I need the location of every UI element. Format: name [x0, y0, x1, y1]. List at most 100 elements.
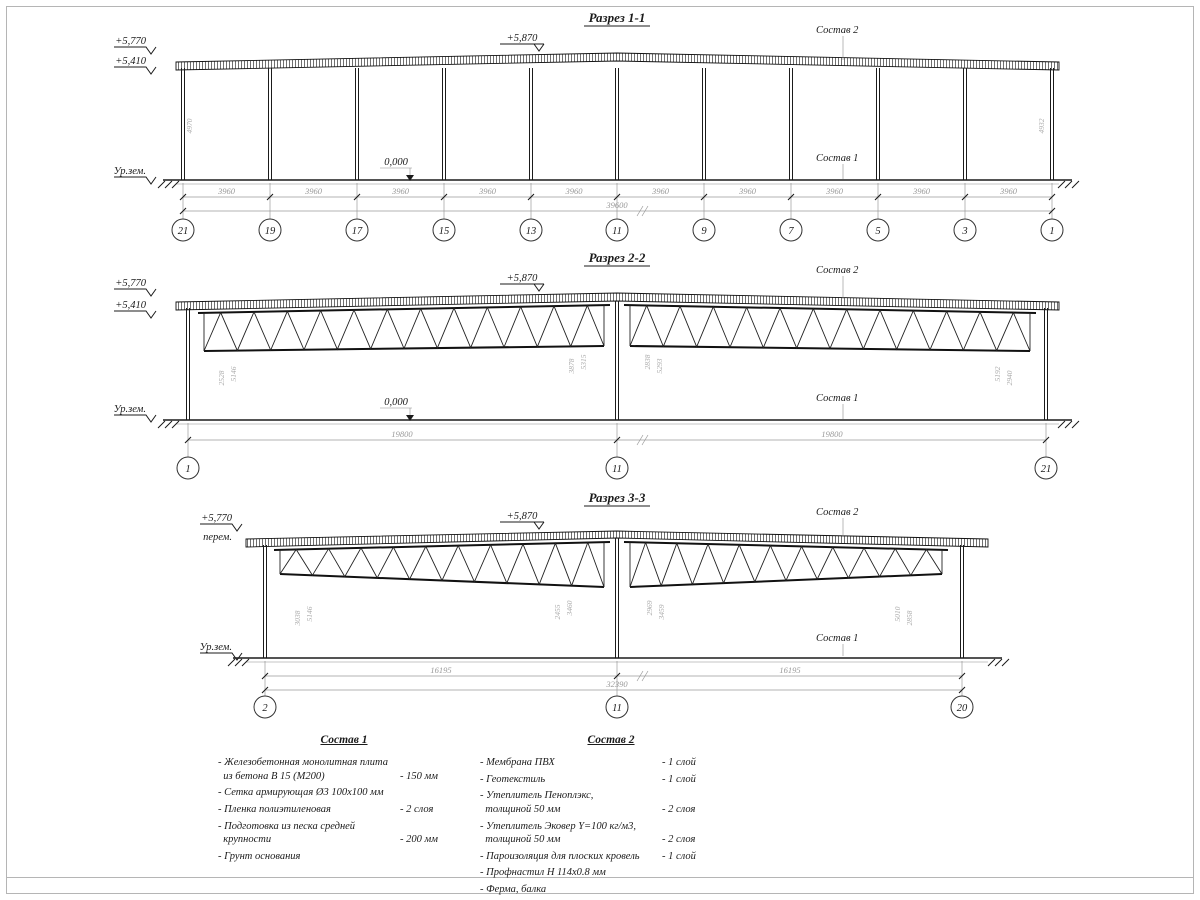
legend-item-value: - 1 слой — [662, 773, 696, 785]
roof-slab — [175, 292, 1060, 311]
legend-item: - Грунт основания — [218, 850, 470, 864]
annotations: +5,770 +5,410 Ур.зем. +5,870 Состав 2 Со… — [114, 265, 859, 423]
composition-2-label: Состав 2 — [816, 507, 859, 518]
elevation-mark-icon — [500, 283, 545, 292]
legend-item-text: - Пленка полиэтиленовая — [218, 803, 331, 815]
elevation-label: +5,770 — [201, 513, 232, 524]
legend-item-text: - Грунт основания — [218, 850, 301, 862]
bay-dim-label: 3960 — [478, 186, 497, 196]
bay-dim-label: 3960 — [565, 186, 584, 196]
section-title: Разрез 3-3 — [589, 490, 646, 505]
zero-level-label: 0,000 — [384, 397, 408, 408]
zero-level-label: 0,000 — [384, 157, 408, 168]
ridge-elevation-label: +5,870 — [507, 511, 538, 522]
legend-item-text: - Железобетонная монолитная плита из бет… — [218, 756, 388, 782]
legend-composition-2: Состав 2 - Мембрана ПВХ - 1 слой - Геоте… — [480, 733, 742, 900]
legend-item-value: - 200 мм — [400, 834, 438, 846]
dimensions: 3960 3960 3960 3960 3960 3960 3960 3960 … — [179, 118, 1056, 219]
legend-item-value: - 2 слоя — [662, 834, 696, 846]
columns — [263, 538, 964, 658]
elevation-label: +5,410 — [115, 56, 146, 67]
span-dim-label: 19800 — [821, 429, 843, 439]
span-dim-label: 16195 — [430, 665, 451, 675]
axis-bubbles: 21 19 17 15 13 11 9 7 5 3 1 — [171, 218, 1064, 242]
vertical-dim-label: 3038 — [293, 610, 302, 626]
vertical-dim-label: 3460 — [565, 600, 574, 616]
section-1-1: Разрез 1-1 3960 3960 3960 3960 3960 3960… — [114, 10, 1080, 242]
truss-left — [273, 541, 611, 588]
vertical-dim-label: 2969 — [645, 600, 654, 615]
bay-dim-label: 3960 — [217, 186, 236, 196]
columns — [181, 68, 1054, 180]
axis-label: 19 — [265, 226, 276, 237]
section-title: Разрез 1-1 — [589, 10, 646, 25]
bay-dim-label: 3960 — [999, 186, 1018, 196]
floor-line — [157, 419, 1080, 429]
legend-item-value: - 1 слой — [662, 850, 696, 862]
section-3-3: Разрез 3-3 16195 16195 32390 3038 5146 2… — [200, 490, 1010, 719]
axis-label: 21 — [178, 226, 189, 237]
axis-label: 17 — [352, 226, 363, 237]
axis-label: 13 — [526, 226, 537, 237]
legend-item: - Профнастил Н 114х0.8 мм — [480, 866, 742, 880]
vertical-dim-label: 2838 — [643, 354, 652, 369]
elevation-mark-icon — [114, 46, 157, 55]
s2-truss-left-shapes — [197, 304, 611, 352]
vertical-dim-label: 2455 — [553, 604, 562, 619]
composition-2-label: Состав 2 — [816, 265, 859, 276]
truss-right — [623, 304, 1037, 352]
roof-slab — [245, 530, 989, 548]
legend-item: - Железобетонная монолитная плита из бет… — [218, 756, 470, 783]
composition-1-label: Состав 1 — [816, 393, 858, 404]
s3-truss-left-shapes — [273, 541, 611, 588]
vertical-dim-label: 5293 — [655, 358, 664, 373]
dimensions: 19800 19800 2528 5146 3878 5315 2838 529… — [184, 354, 1050, 457]
legend-item-text: - Утеплитель Эковер Y=100 кг/м3, толщино… — [480, 820, 637, 846]
legend-item-text: - Геотекстиль — [480, 773, 546, 785]
legend-title: Состав 1 — [320, 734, 368, 746]
axis-label: 11 — [612, 464, 622, 475]
bay-dim-label: 3960 — [912, 186, 931, 196]
elevation-mark-icon — [200, 652, 243, 661]
s3-truss-right-shapes — [623, 541, 949, 588]
legend-item-text: - Пароизоляция для плоских кровель — [480, 850, 640, 862]
legend-item-text: - Профнастил Н 114х0.8 мм — [480, 867, 606, 879]
elevation-mark-icon — [500, 43, 545, 52]
arrow-down-icon — [406, 175, 414, 181]
axis-label: 1 — [1049, 226, 1054, 237]
legend-item: - Пароизоляция для плоских кровель - 1 с… — [480, 850, 742, 864]
elevation-label: +5,770 — [115, 278, 146, 289]
axis-label: 11 — [612, 703, 622, 714]
ground-level-label: Ур.зем. — [200, 642, 232, 653]
arrow-down-icon — [406, 415, 414, 421]
annotations: +5,770 +5,410 Ур.зем. +5,870 Состав 2 Со… — [114, 25, 859, 185]
floor-line — [157, 179, 1080, 189]
legend-item-text: - Сетка армирующая Ø3 100х100 мм — [218, 787, 384, 799]
titleblock-top-line — [6, 877, 1194, 878]
vertical-dim-label: 5146 — [305, 606, 314, 621]
roof-slab — [175, 52, 1060, 71]
annotations: +5,770 перем. Ур.зем. +5,870 Состав 2 Со… — [200, 507, 859, 661]
bay-dim-label: 3960 — [391, 186, 410, 196]
elevation-mark-icon — [114, 288, 157, 297]
legend-composition-1: Состав 1 - Железобетонная монолитная пли… — [218, 733, 470, 866]
height-dim-label: 4932 — [1037, 118, 1046, 133]
elevation-mark-icon — [114, 176, 157, 185]
axis-label: 7 — [788, 226, 794, 237]
vertical-dim-label: 2528 — [217, 370, 226, 385]
bay-dim-label: 3960 — [738, 186, 757, 196]
legend-item: - Геотекстиль - 1 слой — [480, 773, 742, 787]
composition-2-label: Состав 2 — [816, 25, 859, 36]
axis-label: 2 — [262, 703, 268, 714]
s2-truss-right-shapes — [623, 304, 1037, 352]
legend-item-value: - 2 слоя — [400, 803, 434, 815]
elevation-mark-icon — [114, 310, 157, 319]
elevation-mark-icon — [500, 521, 545, 530]
truss-right — [623, 541, 949, 588]
dimensions: 16195 16195 32390 3038 5146 2455 3460 29… — [261, 600, 966, 696]
axis-label: 5 — [875, 226, 880, 237]
axis-label: 20 — [957, 703, 968, 714]
legend-item: - Ферма, балка — [480, 883, 742, 897]
columns — [186, 301, 1048, 420]
section-2-2: Разрез 2-2 19800 19800 2528 5146 3878 53… — [114, 250, 1080, 480]
